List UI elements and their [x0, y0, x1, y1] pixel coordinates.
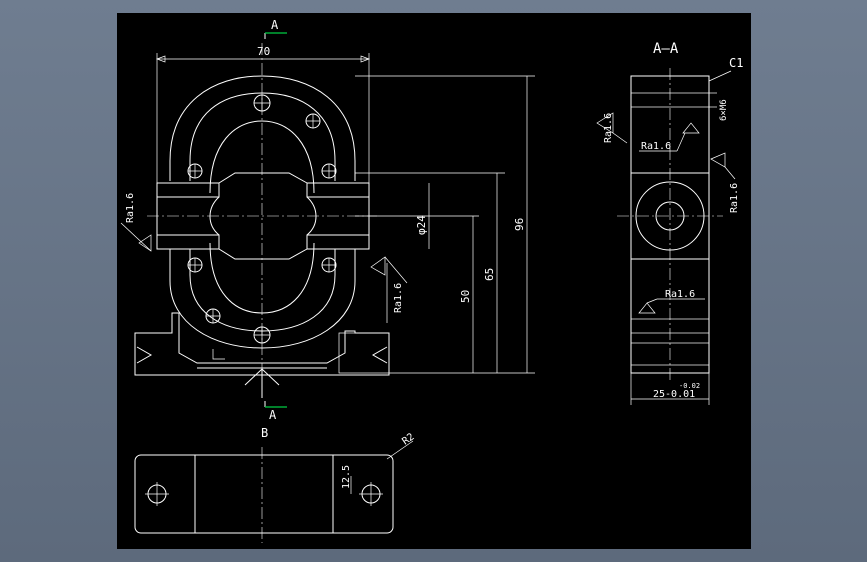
roughness-right-front: Ra1.6 — [370, 256, 408, 323]
roughness-sec-left-label: Ra1.6 — [603, 113, 614, 143]
roughness-left-front: Ra1.6 — [120, 193, 152, 252]
roughness-left-front-label: Ra1.6 — [125, 193, 136, 223]
bottom-view-label: B — [261, 426, 268, 440]
roughness-sec-top-label: Ra1.6 — [641, 141, 671, 152]
section-view-title: A—A — [653, 41, 679, 57]
vertical-dimensions: 96 65 50 φ24 — [355, 75, 535, 374]
dim-12-5-label: 12.5 — [341, 465, 352, 489]
section-marker-top: A — [264, 18, 287, 39]
dim-65-label: 65 — [483, 268, 496, 281]
section-label-bottom: A — [269, 408, 277, 422]
cad-drawing-canvas: A A 70 96 65 50 φ24 Ra1.6 Ra1.6 — [117, 13, 751, 549]
chamfer-label: C1 — [729, 56, 743, 70]
section-label-top: A — [271, 18, 279, 32]
right-upper-hatch — [306, 182, 370, 198]
roughness-right-front-label: Ra1.6 — [393, 283, 404, 313]
fillet-label: R2 — [400, 432, 416, 448]
dim-96-label: 96 — [513, 218, 526, 231]
dim-bore-label: φ24 — [415, 215, 428, 235]
slot-width-label: 25-0.01 — [653, 389, 695, 400]
dim-width-label: 70 — [257, 45, 270, 58]
bottom-view: B 12.5 R2 — [134, 426, 417, 543]
drawing-svg: A A 70 96 65 50 φ24 Ra1.6 Ra1.6 — [120, 18, 743, 543]
roughness-sec-bottom-label: Ra1.6 — [665, 289, 695, 300]
section-view: A—A C1 6×M6 25-0.01 -0.02 Ra1.6 Ra1.6 Ra… — [596, 41, 743, 405]
front-view — [134, 43, 390, 398]
slot-tol-label: -0.02 — [679, 382, 700, 390]
right-lower-hatch — [306, 234, 370, 250]
section-marker-bottom: A — [264, 401, 287, 422]
roughness-sec-right-label: Ra1.6 — [729, 183, 740, 213]
dim-50-label: 50 — [459, 290, 472, 303]
hole-note: 6×M6 — [719, 99, 729, 121]
right-foot-hatch — [338, 332, 390, 374]
dimension-width-70: 70 — [156, 45, 370, 183]
